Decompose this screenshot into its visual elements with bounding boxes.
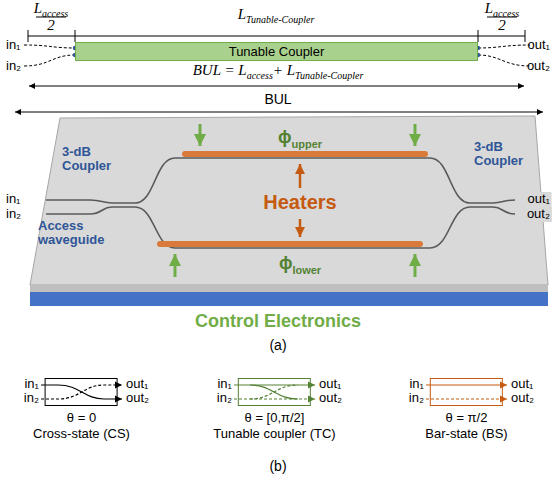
substrate [30, 292, 548, 306]
solid-path [41, 385, 122, 399]
label-text: ϕ [279, 253, 293, 274]
label-text: upper [291, 138, 322, 151]
label-text: in₂ [6, 59, 21, 74]
chip-top-surface [30, 116, 548, 285]
control-arrow [174, 254, 177, 277]
label-text: BUL [264, 91, 291, 107]
state-name: Tunable coupler (TC) [213, 426, 335, 442]
lower-heater [160, 241, 420, 247]
label-text: lower [292, 264, 321, 277]
coupler-state: θ = π/2Bar-state (BS) [425, 378, 507, 441]
label-text: Tunable-Coupler [295, 70, 363, 82]
coupler-state: θ = 0Cross-state (CS) [33, 378, 130, 441]
control-arrow [199, 124, 202, 146]
label-text: in₂ [24, 391, 39, 406]
label-text: access [247, 70, 273, 82]
label-text: out₂ [511, 391, 534, 406]
dashed-path [426, 398, 507, 399]
angle-label: θ = [0,π/2] [245, 410, 305, 426]
label-text: in₂ [217, 391, 232, 406]
state-name: Cross-state (CS) [33, 426, 130, 442]
angle-label: θ = π/2 [446, 410, 488, 426]
coupler-state: θ = [0,π/2]Tunable coupler (TC) [213, 378, 335, 441]
control-arrow [414, 254, 417, 277]
label-text: out₂ [126, 391, 149, 406]
label-run: Laccess [485, 0, 519, 17]
control-arrow [414, 124, 417, 146]
label-text: L [34, 0, 42, 17]
label-text: Control Electronics [195, 311, 361, 332]
heat-arrow [299, 219, 302, 237]
access-waveguide [478, 55, 530, 66]
bar-state-paths [426, 385, 507, 399]
dimension-line [28, 36, 525, 37]
dashed-branch [250, 385, 298, 399]
bul-arrow [15, 112, 543, 113]
label-text: (b) [269, 458, 286, 474]
label-text: in₂ [409, 391, 424, 406]
label-text: Tunable-Coupler [246, 14, 314, 26]
state-name: Bar-state (BS) [425, 426, 507, 442]
label-text: 3-dB Coupler [62, 145, 120, 174]
label-run: LTunable-Coupler [238, 6, 315, 23]
label-run: Laccess [34, 0, 68, 17]
upper-heater [185, 151, 425, 157]
label-text: in₁ [6, 192, 21, 207]
lower-waveguide [46, 207, 515, 248]
bul-dimension-arrow [29, 86, 524, 87]
tunable-paths [234, 385, 315, 399]
label-text: (a) [269, 337, 286, 353]
box-label: Tunable Coupler [229, 44, 325, 59]
label-text: in₁ [24, 377, 39, 392]
coupler-frame [430, 378, 503, 406]
access-waveguide [24, 45, 75, 48]
dimension-lines [28, 17, 525, 86]
label-text: + L [273, 62, 295, 79]
waveguides [46, 158, 515, 248]
access-waveguide [478, 45, 530, 48]
heat-arrow [299, 164, 302, 188]
dashed-path [234, 398, 315, 399]
label-text: 3-dB Coupler [474, 140, 532, 169]
label-text: out₁ [319, 377, 341, 392]
label-run: BUL = Laccess+ LTunable-Coupler [193, 62, 364, 79]
label-run: ϕlower [279, 253, 321, 274]
angle-label: θ = 0 [67, 410, 96, 426]
solid-branch [250, 385, 298, 399]
coupler-box: Tunable Coupler [75, 42, 478, 61]
solid-path [426, 384, 507, 385]
label-text: access [493, 8, 519, 20]
label-text: in₁ [217, 377, 232, 392]
solid-path [234, 384, 315, 385]
label-text: in₂ [6, 207, 21, 222]
label-text: out₂ [525, 207, 552, 222]
access-waveguide [24, 55, 75, 66]
label-text: out₂ [527, 59, 550, 74]
heaters [160, 154, 425, 244]
label-text: in₁ [409, 377, 424, 392]
label-text: L [485, 0, 493, 17]
label-run: ϕupper [278, 127, 322, 148]
dashed-path [41, 385, 122, 399]
label-text: access [42, 8, 68, 20]
label-text: 2 [498, 17, 506, 34]
coupler-frame [45, 378, 118, 406]
label-text: BUL = L [193, 62, 247, 79]
coupler-frame [238, 378, 311, 406]
label-text: out₁ [511, 377, 533, 392]
label-text: Heaters [263, 191, 336, 214]
label-text: 2 [47, 17, 55, 34]
label-text: out₁ [526, 192, 552, 207]
chip-edge [30, 285, 548, 292]
control-arrows [175, 124, 415, 277]
label-text: L [238, 6, 246, 23]
label-text: in₁ [6, 38, 21, 53]
label-text: out₁ [126, 377, 148, 392]
label-text: out₁ [528, 38, 550, 53]
cross-state-paths [41, 385, 122, 399]
label-text: out₂ [319, 391, 342, 406]
label-text: ϕ [278, 127, 292, 148]
label-text: Access waveguide [38, 219, 114, 248]
